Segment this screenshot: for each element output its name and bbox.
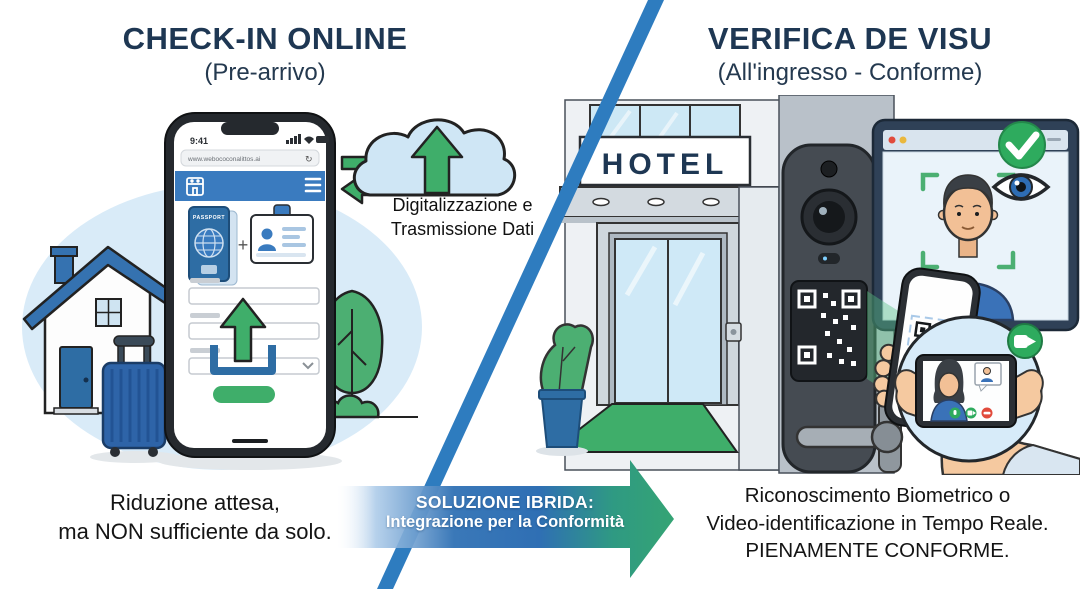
arrow-label: SOLUZIONE IBRIDA: Integrazione per la Co… (350, 492, 660, 532)
door-handle (795, 420, 904, 454)
left-note: Riduzione attesa, ma NON sufficiente da … (15, 488, 375, 546)
video-call-woman (930, 359, 968, 422)
arrow-label-line1: SOLUZIONE IBRIDA: (415, 492, 595, 512)
id-card-illustration (250, 204, 314, 264)
hotel-sign-text: HOTEL (602, 148, 729, 181)
left-note-line1: Riduzione attesa, (110, 490, 280, 515)
hotel-building-illustration: HOTEL (547, 99, 781, 471)
eye-icon (991, 173, 1051, 201)
left-note-line2: ma NON sufficiente da solo. (58, 519, 332, 545)
right-note-line2: Video-identificazione in Tempo Reale. (706, 511, 1049, 535)
cloud-caption: Digitalizzazione e Trasmissione Dati (365, 193, 560, 242)
building-icon (186, 177, 204, 196)
qr-code-icon (790, 280, 868, 382)
cloud-caption-line1: Digitalizzazione e (392, 195, 533, 215)
phone-clock: 9:41 (190, 136, 208, 146)
submit-button (213, 386, 275, 403)
left-header: CHECK-IN ONLINE (Pre-arrivo) (40, 21, 490, 87)
video-call-circle (894, 315, 1044, 463)
right-header: VERIFICA DE VISU (All'ingresso - Conform… (625, 21, 1075, 87)
arrow-label-line2: Integrazione per la Conformità (385, 513, 625, 531)
chevron-down-icon (302, 362, 314, 370)
potted-plant-illustration (536, 323, 594, 456)
hamburger-icon (304, 177, 322, 193)
right-subtitle: (All'ingresso - Conforme) (717, 59, 983, 87)
reload-icon: ↻ (305, 154, 313, 164)
phone-notch (221, 122, 279, 135)
checkin-smartphone-illustration: 9:41 www.webococonalittos.ai ↻ (158, 112, 342, 470)
hotel-sign (578, 135, 752, 187)
check-circle-icon (998, 121, 1046, 169)
glass-doors (614, 238, 722, 404)
url-bar (180, 149, 320, 167)
door-access-device (781, 143, 877, 474)
upload-icon (210, 297, 276, 375)
camera-lens-icon (800, 188, 858, 246)
call-control-buttons (949, 407, 993, 419)
cloud-upload-icon (353, 118, 516, 197)
left-subtitle: (Pre-arrivo) (204, 59, 326, 87)
right-title: VERIFICA DE VISU (707, 21, 993, 56)
app-header (175, 171, 325, 201)
status-icons (286, 134, 329, 144)
left-scene-illustration: 9:41 www.webococonalittos.ai ↻ (22, 112, 516, 470)
suitcase-illustration (90, 335, 180, 463)
right-scene-illustration: HOTEL (536, 95, 1080, 475)
video-call-small-window (974, 362, 1002, 392)
cloud-caption-line2: Trasmissione Dati (390, 219, 535, 240)
right-note-line3: PIENAMENTE CONFORME. (745, 539, 1010, 563)
right-note-line1: Riconoscimento Biometrico o (744, 484, 1011, 507)
home-indicator (232, 439, 268, 443)
left-title: CHECK-IN ONLINE (122, 21, 408, 56)
right-note: Riconoscimento Biometrico o Video-identi… (685, 482, 1070, 565)
video-camera-badge-icon (1007, 323, 1043, 359)
form-field (188, 287, 320, 305)
passport-illustration: PASSPORT (188, 206, 238, 286)
plus-sign: + (238, 235, 249, 255)
sleeve (1001, 443, 1080, 475)
url-text: www.webococonalittos.ai (187, 156, 260, 163)
passport-label: PASSPORT (193, 215, 225, 221)
